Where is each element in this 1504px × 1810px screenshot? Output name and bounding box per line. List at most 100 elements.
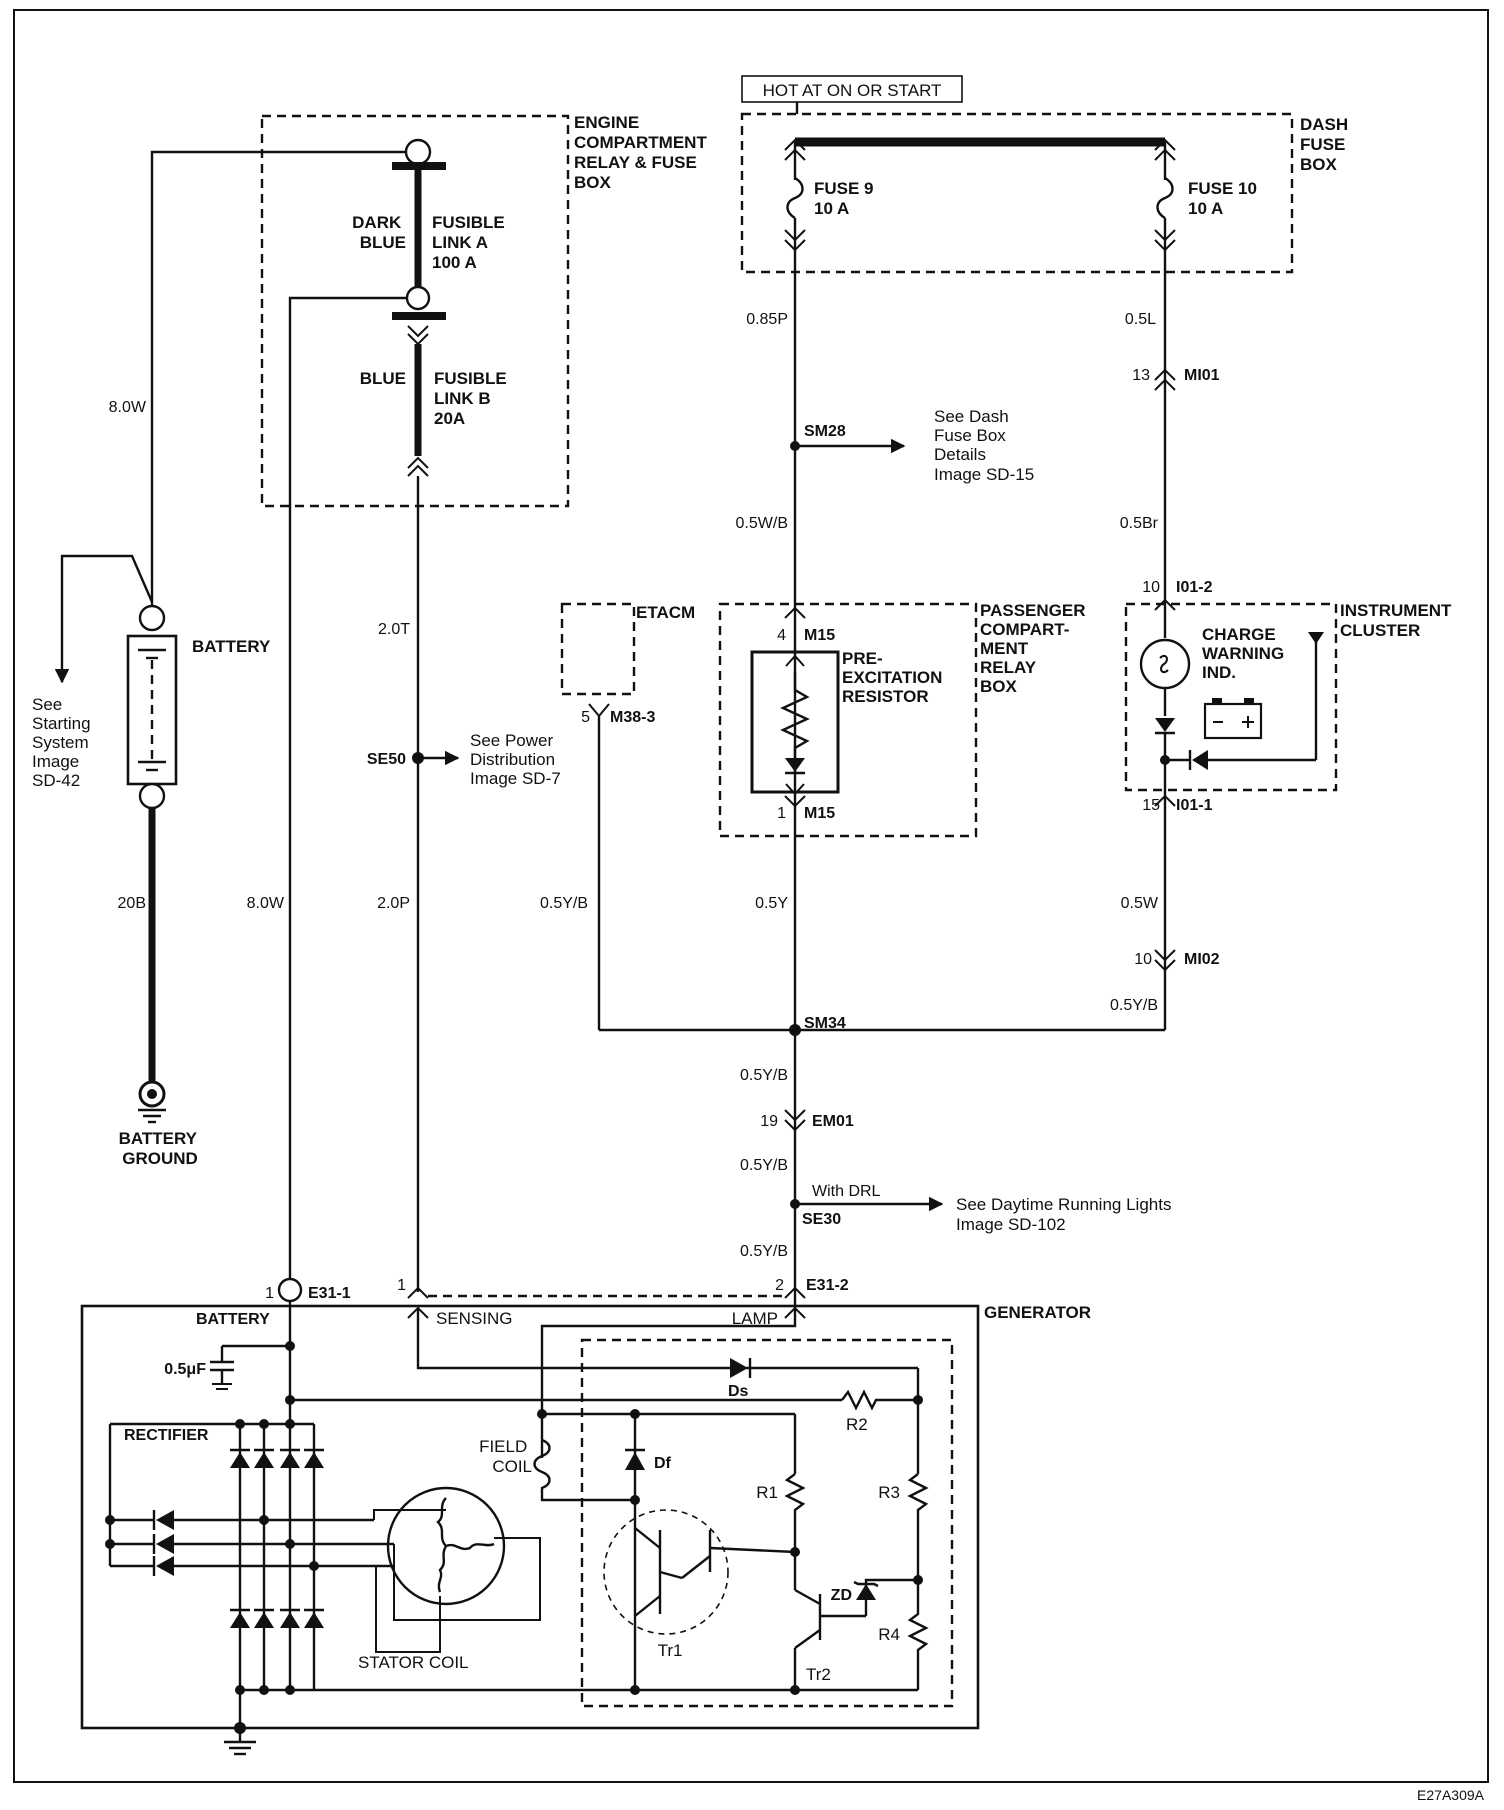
wire-label-0.5Br: 0.5Br: [1120, 515, 1159, 532]
field-coil-label: FIELD COIL: [479, 1437, 532, 1476]
page-frame: [13, 9, 1489, 1783]
fuse-9: [784, 138, 806, 252]
resistor-r4: [907, 1580, 929, 1690]
transistor-tr1-envelope: [603, 1509, 729, 1635]
wire-label-0.5Y/B-right: 0.5Y/B: [1110, 997, 1158, 1014]
conn-i01-2-pin: 10: [1142, 579, 1160, 596]
stator-label: STATOR COIL: [358, 1653, 469, 1672]
charge-warning-diode: [1192, 750, 1208, 770]
conn-i01-1-name: I01-1: [1176, 797, 1213, 814]
fusible-link-a-label: FUSIBLE LINK A 100 A: [432, 213, 509, 272]
zener-zd: [856, 1584, 876, 1600]
hot-label: HOT AT ON OR START: [763, 81, 942, 100]
fuse-10-label: FUSE 10 10 A: [1188, 179, 1262, 218]
passenger-relay-box-title: PASSENGER COMPART- MENT RELAY BOX: [980, 601, 1090, 696]
drl-condition: With DRL: [812, 1183, 881, 1200]
wire-label-8.0W-top: 8.0W: [109, 399, 147, 416]
conn-m15-bot-pin: 1: [777, 805, 786, 822]
wire-label-0.5W: 0.5W: [1121, 895, 1159, 912]
generator-box: [80, 1304, 980, 1730]
r4-label: R4: [878, 1625, 900, 1644]
splice-sm28: SM28: [804, 423, 846, 440]
fusible-link-b-label: FUSIBLE LINK B 20A: [434, 369, 511, 428]
wire-label-0.85P: 0.85P: [746, 311, 788, 328]
regulator-box: [580, 1338, 954, 1708]
conn-em01-pin: 19: [760, 1113, 778, 1130]
conn-e31-1-name: E31-1: [308, 1285, 351, 1302]
splice-se50: SE50: [367, 751, 406, 768]
conn-m15-top-pin: 4: [777, 627, 786, 644]
r1-label: R1: [756, 1483, 778, 1502]
battery-label: BATTERY: [192, 637, 271, 656]
battery-icon: [1203, 698, 1263, 740]
conn-mi01-pin: 13: [1132, 367, 1150, 384]
figure-code: E27A309A: [1417, 1787, 1485, 1803]
wire-8.0W-bottom: [288, 296, 407, 1278]
diode-ds: [730, 1358, 748, 1378]
ref-dash-fuse: See Dash Fuse Box Details Image SD-15: [934, 407, 1034, 484]
wire-label-0.5Y/B-c: 0.5Y/B: [740, 1243, 788, 1260]
conn-mi02-name: MI02: [1184, 951, 1220, 968]
capacitor-label: 0.5μF: [164, 1361, 206, 1378]
gen-battery-terminal: BATTERY: [196, 1311, 270, 1328]
battery-ground-icon: [138, 1080, 166, 1124]
conn-m15-bot-name: M15: [804, 805, 835, 822]
wire-label-0.5Y/B-b: 0.5Y/B: [740, 1157, 788, 1174]
charge-warning-label: CHARGE WARNING IND.: [1202, 625, 1289, 682]
tr2-label: Tr2: [806, 1665, 831, 1684]
pre-excitation-resistor: [780, 672, 810, 758]
tr1-label: Tr1: [658, 1641, 683, 1660]
wire-8.0W-top: [150, 150, 406, 614]
conn-e31-2-name: E31-2: [806, 1277, 849, 1294]
see-starting-system: See Starting System Image SD-42: [32, 695, 95, 790]
zd-label: ZD: [831, 1587, 852, 1604]
dash-fuse-box-title: DASH FUSE BOX: [1300, 115, 1353, 174]
fuse-9-label: FUSE 9 10 A: [814, 179, 878, 218]
wire-label-0.5W/B: 0.5W/B: [736, 515, 788, 532]
conn-m38-pin: 5: [581, 709, 590, 726]
generator-ground-icon: [224, 1740, 256, 1756]
splice-sm34: SM34: [804, 1015, 846, 1032]
splice-se30: SE30: [802, 1211, 841, 1228]
conn-m15-top-name: M15: [804, 627, 835, 644]
pre-excitation-label: PRE- EXCITATION RESISTOR: [842, 649, 947, 706]
wire-label-0.5Y: 0.5Y: [755, 895, 788, 912]
generator-title: GENERATOR: [984, 1303, 1091, 1322]
conn-em01-name: EM01: [812, 1113, 854, 1130]
conn-i01-2-name: I01-2: [1176, 579, 1213, 596]
passenger-relay-box: [718, 602, 978, 838]
conn-mi01-name: MI01: [1184, 367, 1220, 384]
instrument-cluster-box: [1124, 602, 1338, 792]
resistor-r2: [841, 1389, 918, 1411]
gen-lamp-terminal: LAMP: [732, 1309, 778, 1328]
conn-e31-sense-pin: 1: [397, 1277, 406, 1294]
r2-label: R2: [846, 1415, 868, 1434]
pre-excitation-resistor-housing: [750, 650, 840, 794]
wire-label-2.0P: 2.0P: [377, 895, 410, 912]
engine-box-title: ENGINE COMPARTMENT RELAY & FUSE BOX: [574, 113, 712, 192]
conn-e31-1-pin: 1: [265, 1285, 274, 1302]
fuse-10: [1154, 138, 1176, 252]
conn-i01-1-pin: 15: [1142, 797, 1160, 814]
diode-df: [625, 1452, 645, 1470]
battery-ground-label: BATTERY GROUND: [119, 1129, 202, 1168]
etacm-label: ETACM: [636, 603, 695, 622]
ref-power-distribution: See Power Distribution Image SD-7: [470, 731, 561, 788]
wire-label-2.0T: 2.0T: [378, 621, 410, 638]
fusible-link-a-color: DARK BLUE: [352, 213, 406, 252]
resistor-r3: [907, 1473, 929, 1580]
resistor-r1: [784, 1473, 806, 1552]
instrument-cluster-title: INSTRUMENT CLUSTER: [1340, 601, 1456, 640]
wire-label-0.5L: 0.5L: [1125, 311, 1156, 328]
r3-label: R3: [878, 1483, 900, 1502]
engine-compartment-box: [260, 114, 570, 508]
conn-m38-name: M38-3: [610, 709, 655, 726]
wire-label-8.0W-bottom: 8.0W: [247, 895, 285, 912]
df-label: Df: [654, 1455, 672, 1472]
ref-drl: See Daytime Running Lights Image SD-102: [956, 1195, 1176, 1234]
fusible-link-b-color: BLUE: [360, 369, 406, 388]
stator-coil: [386, 1486, 506, 1606]
wire-label-20B: 20B: [118, 895, 146, 912]
conn-e31-2-pin: 2: [775, 1277, 784, 1294]
